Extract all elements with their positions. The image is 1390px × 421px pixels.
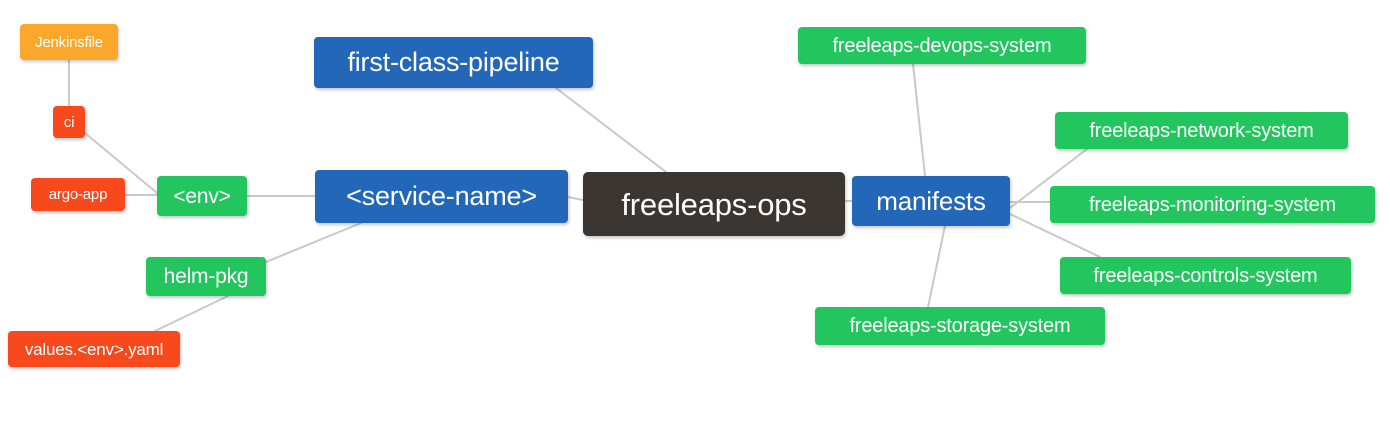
node-label: first-class-pipeline: [347, 47, 560, 77]
node-label: ci: [63, 113, 75, 131]
node-label: argo-app: [48, 186, 108, 203]
node-service-name[interactable]: <service-name>: [315, 170, 568, 223]
node-controls[interactable]: freeleaps-controls-system: [1060, 257, 1351, 294]
node-monitoring[interactable]: freeleaps-monitoring-system: [1050, 186, 1375, 223]
node-label: freeleaps-controls-system: [1093, 264, 1318, 287]
edge-helm-pkg-to-service-name: [265, 222, 362, 263]
node-manifests[interactable]: manifests: [852, 176, 1010, 226]
node-devops[interactable]: freeleaps-devops-system: [798, 27, 1086, 64]
node-network[interactable]: freeleaps-network-system: [1055, 112, 1348, 149]
node-env[interactable]: <env>: [157, 176, 247, 216]
node-label: freeleaps-ops: [621, 186, 807, 222]
node-label: manifests: [876, 186, 986, 216]
node-ci[interactable]: ci: [53, 106, 85, 138]
edge-service-name-to-root: [567, 196, 584, 201]
edge-manifests-to-devops: [912, 63, 926, 177]
edge-pipeline-to-root: [555, 87, 667, 173]
node-label: <env>: [173, 184, 231, 208]
node-label: values.<env>.yaml: [24, 339, 164, 359]
node-label: freeleaps-devops-system: [832, 34, 1052, 57]
node-label: freeleaps-storage-system: [849, 315, 1071, 337]
node-jenkinsfile[interactable]: Jenkinsfile: [20, 24, 118, 60]
node-label: Jenkinsfile: [35, 33, 103, 51]
node-root[interactable]: freeleaps-ops: [583, 172, 845, 236]
edge-values-yaml-to-helm-pkg: [154, 295, 229, 332]
node-label: <service-name>: [346, 181, 537, 211]
node-storage[interactable]: freeleaps-storage-system: [815, 307, 1105, 345]
node-label: helm-pkg: [163, 265, 249, 288]
node-values-yaml[interactable]: values.<env>.yaml: [8, 331, 180, 367]
node-pipeline[interactable]: first-class-pipeline: [314, 37, 593, 88]
node-argo-app[interactable]: argo-app: [31, 178, 125, 211]
node-helm-pkg[interactable]: helm-pkg: [146, 257, 266, 296]
edge-manifests-to-storage: [927, 225, 946, 308]
node-label: freeleaps-monitoring-system: [1089, 193, 1336, 216]
node-label: freeleaps-network-system: [1089, 119, 1314, 142]
